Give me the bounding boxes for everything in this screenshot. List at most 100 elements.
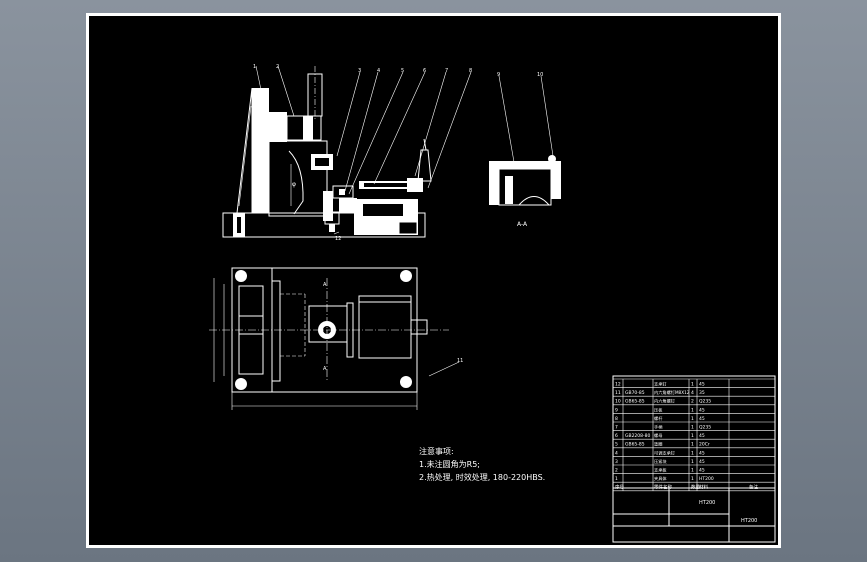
handle	[417, 149, 432, 182]
parts-cell-material: Q235	[699, 399, 711, 405]
parts-cell-no: 10	[615, 399, 621, 405]
parts-cell-no: 6	[615, 433, 618, 439]
parts-cell-no: 1	[615, 476, 618, 482]
bolt-hole	[400, 270, 412, 282]
parts-cell-no: 4	[615, 450, 618, 456]
bolt-hole	[235, 270, 247, 282]
parts-cell-code: GB70-85	[625, 390, 645, 396]
support-column	[252, 88, 269, 213]
svg-text:A: A	[323, 366, 327, 372]
pressure-pad	[548, 155, 556, 163]
parts-cell-qty: 1	[691, 425, 694, 431]
balloon-3: 3	[358, 68, 361, 74]
parts-cell-material: 45	[699, 468, 705, 474]
parts-cell-name: 夹具体	[654, 475, 667, 482]
notes-title: 注意事项:	[419, 446, 454, 456]
parts-cell-material: 45	[699, 450, 705, 456]
balloon-1: 1	[253, 64, 256, 70]
parts-cell-material: 45	[699, 433, 705, 439]
workpiece-contour	[288, 150, 304, 215]
parts-cell-code: GB65-85	[625, 442, 645, 448]
svg-text:φ: φ	[292, 181, 296, 188]
balloon-7: 7	[445, 68, 448, 74]
parts-cell-name: 手柄	[654, 424, 662, 431]
balloon-8: 8	[469, 68, 472, 74]
section-label: A-A	[517, 221, 528, 228]
parts-cell-qty: 1	[691, 407, 694, 413]
cad-drawing: φ	[209, 64, 776, 543]
balloon-5: 5	[401, 68, 404, 74]
parts-cell-no: 8	[615, 416, 618, 422]
parts-header-4: 备注	[749, 484, 758, 491]
parts-cell-code: GB2208-80	[625, 433, 651, 439]
parts-cell-material: 45	[699, 416, 705, 422]
parts-cell-qty: 1	[691, 416, 694, 422]
parts-cell-material: 45	[699, 382, 705, 388]
balloon-4: 4	[377, 68, 380, 74]
notes-line-2: 2.热处理, 时效处理, 180-220HBS.	[419, 472, 545, 482]
bolt-hole	[235, 378, 247, 390]
parts-cell-material: 45	[699, 459, 705, 465]
parts-cell-qty: 4	[691, 390, 694, 396]
parts-cell-no: 5	[615, 442, 618, 448]
clamp-block	[269, 112, 287, 142]
parts-cell-name: 内六角螺钉M8X12	[654, 389, 690, 396]
parts-cell-material: Q235	[699, 425, 711, 431]
balloon-12: 12	[335, 236, 341, 242]
bolt-hole	[400, 376, 412, 388]
parts-cell-qty: 1	[691, 476, 694, 482]
top-view: A A 11	[209, 267, 463, 410]
parts-cell-qty: 1	[691, 382, 694, 388]
parts-cell-material: 35	[699, 390, 705, 396]
parts-cell-no: 7	[615, 425, 618, 431]
parts-cell-qty: 1	[691, 442, 694, 448]
parts-cell-no: 9	[615, 407, 618, 413]
inner-frame	[268, 140, 328, 217]
svg-text:A: A	[323, 282, 327, 288]
parts-cell-name: 内六角螺钉	[654, 398, 676, 405]
parts-header-0: 序号	[615, 484, 624, 491]
rib	[236, 87, 253, 214]
parts-cell-qty: 1	[691, 433, 694, 439]
screw-block	[358, 295, 412, 359]
parts-cell-qty: 1	[691, 459, 694, 465]
parts-header-3: 材料	[699, 484, 708, 491]
leader-lines	[255, 65, 472, 235]
drawing-sheet: φ	[86, 13, 781, 548]
section-a-a-view: 9 10 A-A	[489, 72, 561, 228]
parts-cell-material: HT200	[699, 476, 714, 482]
balloon-9: 9	[497, 72, 500, 78]
parts-cell-name: 压紧块	[654, 458, 667, 465]
parts-header-1: 零件名称	[654, 484, 672, 491]
parts-cell-material: 20Cr	[699, 442, 710, 448]
balloon-2: 2	[276, 64, 279, 70]
support-pin	[329, 224, 335, 232]
parts-cell-no: 11	[615, 390, 621, 396]
front-view: φ	[222, 64, 472, 242]
balloon-6: 6	[423, 68, 426, 74]
parts-cell-material: 45	[699, 407, 705, 413]
parts-cell-name: 螺母	[654, 432, 662, 439]
parts-cell-qty: 1	[691, 450, 694, 456]
parts-cell-no: 12	[615, 382, 621, 388]
balloon-11: 11	[457, 358, 463, 364]
parts-cell-name: 垫圈	[654, 441, 662, 448]
drawing-number: HT200	[699, 500, 715, 506]
parts-header-2: 数量	[691, 484, 700, 491]
drawing-number-2: HT200	[741, 518, 757, 524]
parts-cell-name: 螺杆	[654, 415, 663, 422]
parts-cell-code: GB65-85	[625, 399, 645, 405]
parts-cell-no: 2	[615, 468, 618, 474]
technical-notes: 注意事项: 1.未注圆角为R5; 2.热处理, 时效处理, 180-220HBS…	[419, 446, 545, 482]
parts-cell-qty: 2	[691, 399, 694, 405]
parts-cell-no: 3	[615, 459, 618, 465]
balloon-10: 10	[537, 72, 543, 78]
notes-line-1: 1.未注圆角为R5;	[419, 459, 480, 469]
parts-cell-name: 可调支承钉	[654, 449, 676, 456]
parts-cell-name: 压板	[654, 406, 663, 413]
parts-cell-name: 支承板	[654, 467, 667, 474]
parts-cell-qty: 1	[691, 468, 694, 474]
parts-cell-name: 支承钉	[654, 381, 667, 388]
